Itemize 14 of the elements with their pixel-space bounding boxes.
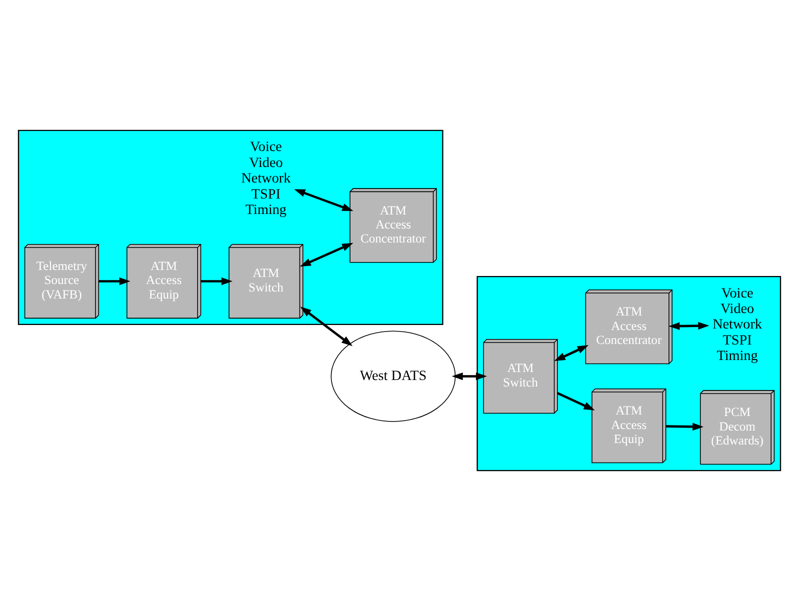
cluster (18, 130, 444, 326)
arrow (452, 372, 487, 380)
arrow (98, 277, 130, 286)
arrow (200, 277, 232, 286)
arrow (556, 392, 595, 410)
arrow (300, 306, 353, 346)
node-text: Voice Video Network TSPI Timing (712, 285, 762, 364)
arrow (554, 345, 589, 362)
arrow (666, 422, 704, 431)
arrow (668, 322, 710, 330)
node-text: Voice Video Network TSPI Timing (241, 139, 291, 218)
arrow (294, 189, 354, 212)
arrow (300, 242, 354, 267)
node-ellipse: West DATS (330, 330, 456, 422)
